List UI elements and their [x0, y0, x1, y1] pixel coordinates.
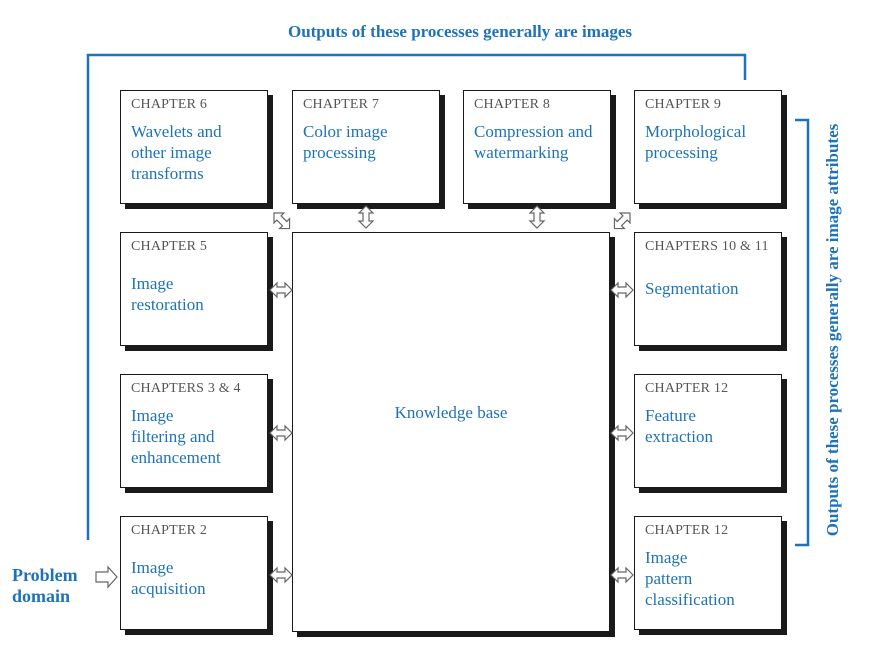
- double-arrow-icon: [610, 567, 634, 583]
- chapter-number: CHAPTER 5: [131, 239, 208, 254]
- double-arrow-icon: [269, 567, 293, 583]
- chapter-title: Compression and watermarking: [474, 122, 593, 162]
- chapter-number: CHAPTER 6: [131, 97, 208, 112]
- chapter-number: CHAPTERS 10 & 11: [645, 239, 769, 254]
- chapter-box-classification: CHAPTER 12 Image pattern classification: [634, 516, 782, 630]
- chapter-box-filtering: CHAPTERS 3 & 4 Image filtering and enhan…: [120, 374, 268, 488]
- diagonal-arrow-icon: [268, 207, 296, 235]
- chapter-title: Image filtering and enhancement: [131, 406, 221, 467]
- chapter-box-color: CHAPTER 7 Color image processing: [292, 90, 440, 204]
- chapter-title: Image pattern classification: [645, 548, 735, 609]
- chapter-box-segmentation: CHAPTERS 10 & 11 Segmentation: [634, 232, 782, 346]
- top-bracket-line: [86, 53, 747, 540]
- chapter-number: CHAPTER 2: [131, 523, 208, 538]
- double-arrow-icon: [269, 425, 293, 441]
- diagonal-arrow-icon: [608, 207, 636, 235]
- double-arrow-icon: [610, 425, 634, 441]
- chapter-number: CHAPTER 7: [303, 97, 380, 112]
- chapter-number: CHAPTER 9: [645, 97, 722, 112]
- chapter-box-morphological: CHAPTER 9 Morphological processing: [634, 90, 782, 204]
- chapter-number: CHAPTER 12: [645, 523, 729, 538]
- right-bracket-line: [795, 118, 810, 547]
- knowledge-base-label: Knowledge base: [394, 403, 508, 422]
- chapter-title: Feature extraction: [645, 406, 713, 446]
- chapter-title: Segmentation: [645, 279, 739, 298]
- chapter-box-restoration: CHAPTER 5 Image restoration: [120, 232, 268, 346]
- double-arrow-icon: [529, 205, 545, 229]
- double-arrow-icon: [269, 282, 293, 298]
- chapter-number: CHAPTERS 3 & 4: [131, 381, 241, 396]
- chapter-title: Image acquisition: [131, 558, 206, 598]
- knowledge-base-box: Knowledge base: [292, 232, 610, 632]
- chapter-number: CHAPTER 8: [474, 97, 551, 112]
- chapter-title: Color image processing: [303, 122, 388, 162]
- top-output-label: Outputs of these processes generally are…: [287, 22, 633, 41]
- problem-arrow-icon: [95, 565, 118, 589]
- chapter-title: Morphological processing: [645, 122, 747, 162]
- chapter-box-feature-extraction: CHAPTER 12 Feature extraction: [634, 374, 782, 488]
- double-arrow-icon: [610, 282, 634, 298]
- double-arrow-icon: [358, 205, 374, 229]
- chapter-title: Image restoration: [131, 274, 204, 314]
- chapter-title: Wavelets and other image transforms: [131, 122, 222, 183]
- problem-domain-label: Problem domain: [12, 565, 78, 606]
- chapter-box-wavelets: CHAPTER 6 Wavelets and other image trans…: [120, 90, 268, 204]
- chapter-box-acquisition: CHAPTER 2 Image acquisition: [120, 516, 268, 630]
- chapter-number: CHAPTER 12: [645, 381, 729, 396]
- chapter-box-compression: CHAPTER 8 Compression and watermarking: [463, 90, 611, 204]
